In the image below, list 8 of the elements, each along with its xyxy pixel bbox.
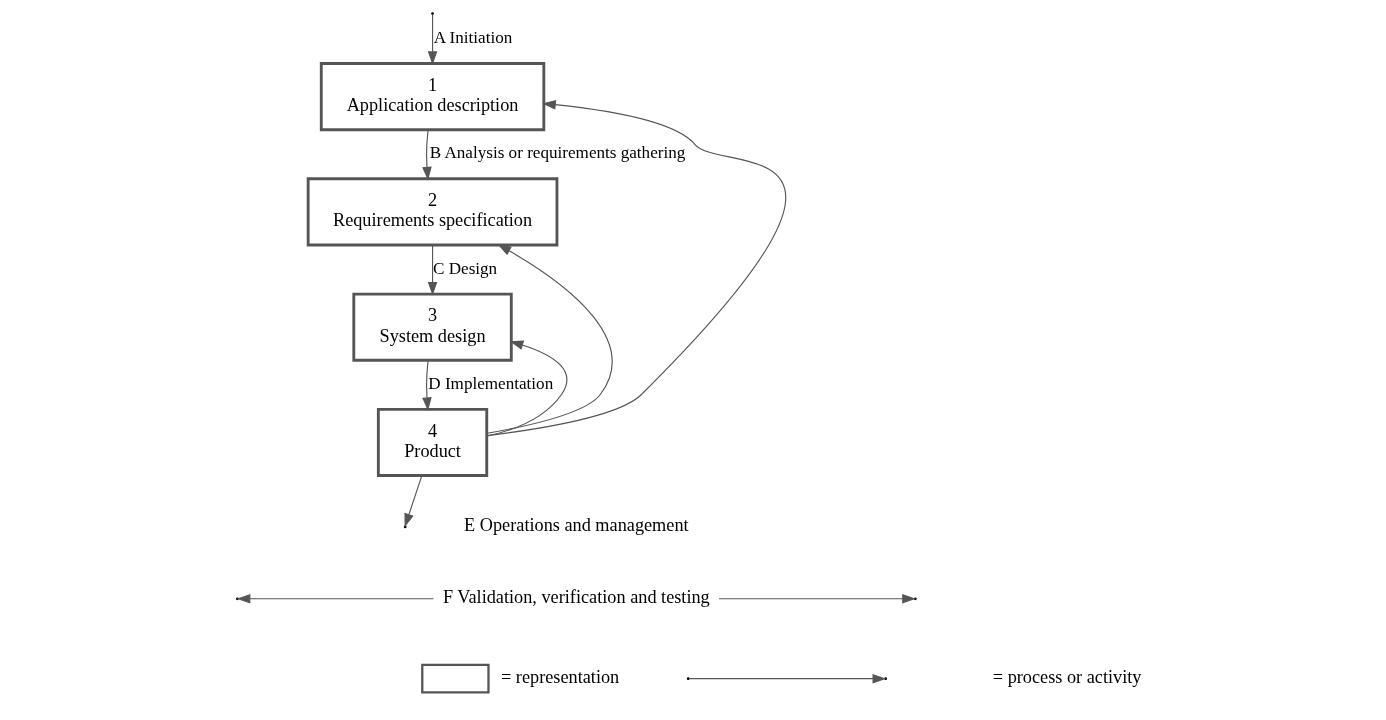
edge-label: C Design — [432, 258, 497, 278]
edge-label: A Initiation — [433, 27, 512, 47]
label: E Operations and management — [463, 515, 689, 536]
legend-label: = representation — [500, 667, 619, 688]
label: F Validation, verification and testing — [442, 587, 710, 608]
edge-label: D Implementation — [427, 373, 553, 393]
edge-label: B Analysis or requirements gathering — [429, 143, 685, 163]
legend-label: = process or activity — [992, 667, 1141, 688]
